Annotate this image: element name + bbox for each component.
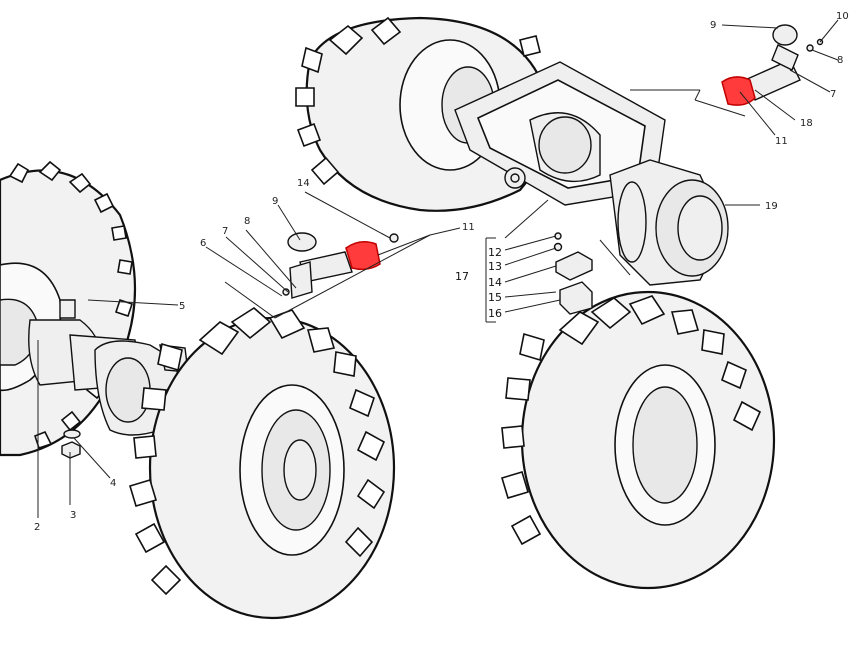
- callout-5-left: 5: [179, 301, 185, 312]
- callout-6: 6: [200, 238, 206, 249]
- front-wheel: [129, 307, 396, 620]
- middle-shaft: [282, 232, 399, 299]
- callout-16: 16: [488, 307, 502, 320]
- rear-right-wheel: [501, 290, 776, 590]
- leader-lines: [37, 19, 839, 518]
- highlighted-seal-middle: [345, 241, 381, 271]
- callout-11-top: 11: [775, 136, 788, 147]
- callout-8-mid: 8: [244, 216, 250, 227]
- washer-4: [63, 429, 81, 439]
- callout-12: 12: [488, 246, 502, 259]
- axle-housing: [28, 299, 189, 436]
- callout-labels: 5 2 3 4 6 7 8 9 14 11 12 13 17 14 15 16 …: [34, 11, 849, 533]
- callout-10: 10: [836, 11, 849, 22]
- bracket-group-17: [553, 232, 593, 315]
- callout-14-mid: 14: [297, 178, 310, 189]
- callout-4: 4: [110, 478, 116, 489]
- callout-19: 19: [765, 201, 778, 212]
- callout-17: 17: [455, 270, 469, 283]
- callout-3: 3: [70, 510, 76, 521]
- transfer-box-frame: [454, 61, 666, 206]
- nut-3: [61, 441, 81, 459]
- callout-7: 7: [222, 226, 228, 237]
- callout-11-mid: 11: [462, 222, 475, 233]
- callout-14: 14: [488, 276, 502, 289]
- callout-9-mid: 9: [272, 196, 278, 207]
- callout-8-top: 8: [837, 55, 843, 66]
- callout-18: 18: [800, 118, 813, 129]
- callout-15: 15: [488, 291, 502, 304]
- callout-2: 2: [34, 522, 40, 533]
- callout-7-top: 7: [830, 89, 836, 100]
- callout-13: 13: [488, 260, 502, 273]
- hub-reduction-19: [609, 159, 729, 286]
- top-right-shaft: [744, 24, 824, 101]
- callout-9-top: 9: [710, 20, 716, 31]
- highlighted-seal-top: [721, 76, 756, 106]
